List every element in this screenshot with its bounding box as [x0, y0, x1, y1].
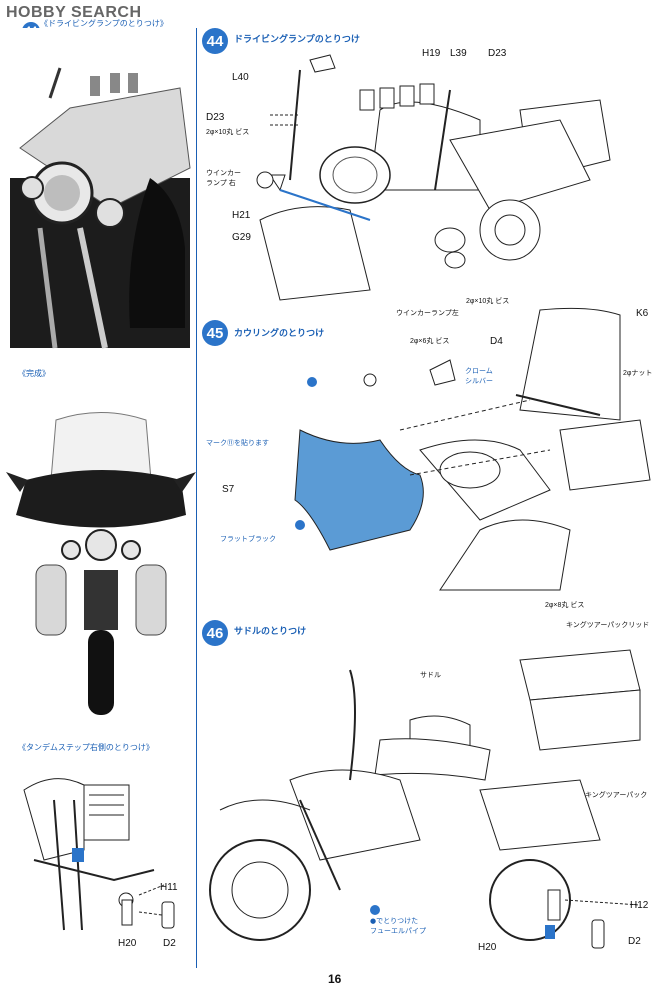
photo-completed-bike: [6, 412, 196, 715]
step44-title: ドライビングランプのとりつけ: [234, 35, 360, 45]
step45-label-flat-black: フラットブラック: [220, 535, 276, 543]
watermark-logo: HOBBY SEARCH: [6, 4, 142, 22]
tandem-label-h20: H20: [118, 938, 137, 949]
step44-label-screw-top: 2φ×10丸 ビス: [206, 129, 250, 136]
photo1-caption: 《ドライビングランプのとりつけ》: [40, 19, 168, 28]
step44-label-d23-left: D23: [206, 112, 225, 123]
step46-label-tour-lid: キングツアーパックリッド: [566, 622, 650, 629]
step44-label-l40: L40: [232, 72, 249, 83]
column-divider: [196, 28, 197, 968]
step45-label-s7: S7: [222, 484, 235, 495]
step46-label-h20: H20: [478, 942, 497, 953]
step45-label-screw-bottom: 2φ×8丸 ビス: [545, 602, 585, 609]
step46-label-saddle: サドル: [420, 672, 441, 679]
step45-label-k6: K6: [636, 308, 649, 319]
step44-label-winker-left: ウインカーランプ左: [396, 310, 459, 317]
step46-label-tour-pack: キングツアーパック: [585, 792, 648, 799]
step44-label-h21: H21: [232, 210, 251, 221]
step45-label-mark: マーク⑪を貼ります: [206, 439, 269, 447]
step46-label-d2: D2: [628, 936, 641, 947]
step44-label-h19: H19: [422, 48, 441, 59]
step44-number: 44: [202, 28, 228, 54]
step45-label-d4: D4: [490, 336, 503, 347]
photo-driving-lamp: [10, 28, 191, 349]
tandem-step-drawing: [23, 778, 175, 931]
watermark-text: HOBBY SEARCH: [6, 4, 142, 21]
step44-label-winker-right: ウインカー ランプ 右: [206, 170, 241, 187]
step45-drawing: [294, 307, 651, 591]
step44-drawing: [256, 54, 611, 301]
step44-label-l39: L39: [450, 48, 467, 59]
step45-number: 45: [202, 320, 228, 346]
page-number: 16: [328, 972, 342, 986]
step46-number: 46: [202, 620, 228, 646]
step45-label-chrome: クローム シルバー: [465, 367, 493, 385]
step44-label-d23-top: D23: [488, 48, 507, 59]
step46-label-fuel-note: ●でとりつけた フューエルパイプ: [370, 917, 426, 935]
step46-label-h12: H12: [630, 900, 649, 911]
step45-label-nut: 2φナット: [623, 370, 653, 377]
tandem-label-h11: H11: [160, 882, 178, 893]
step46-title: サドルのとりつけ: [234, 627, 307, 637]
step45-label-screw-top: 2φ×6丸 ビス: [410, 338, 450, 345]
step44-label-screw-bottom: 2φ×10丸 ビス: [466, 298, 510, 305]
photo2-caption: 《完成》: [18, 369, 50, 378]
photo3-caption: 《タンデムステップ右側のとりつけ》: [18, 743, 154, 752]
step46-drawing: [209, 649, 641, 949]
tandem-label-d2: D2: [163, 938, 176, 949]
step44-label-g29: G29: [232, 232, 251, 243]
step45-title: カウリングのとりつけ: [234, 329, 325, 339]
